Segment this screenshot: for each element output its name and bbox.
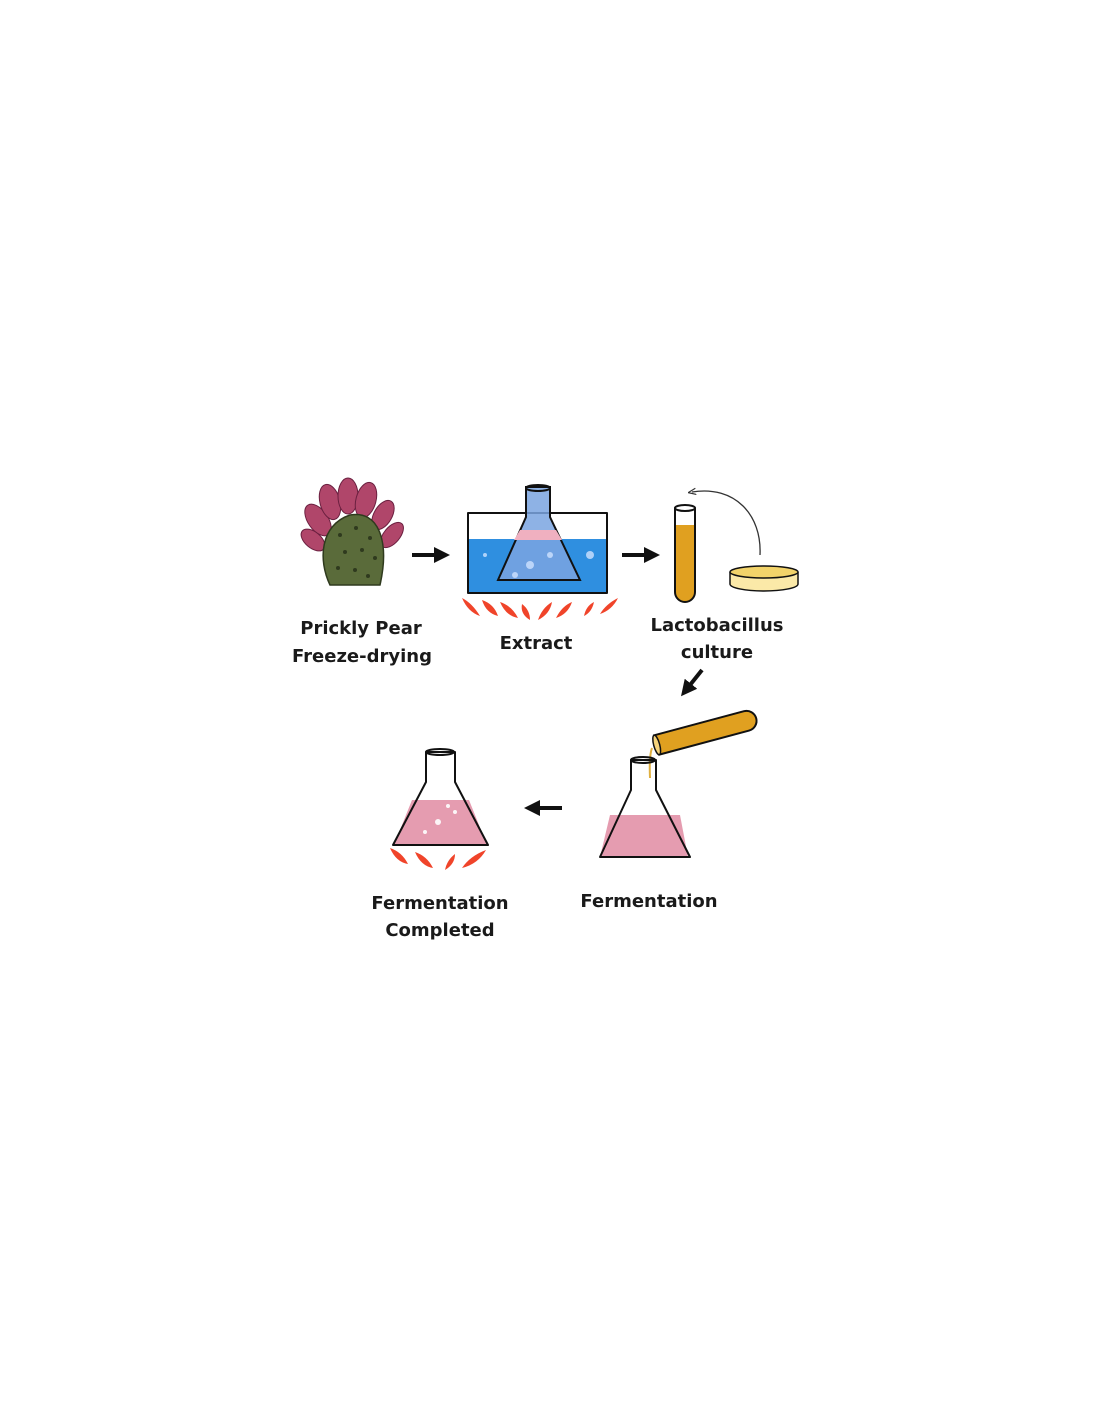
heated-water-bath-flask-icon [462,484,618,620]
heated-flask-icon [390,748,489,870]
flames-icon [390,848,486,870]
flames-icon [462,598,618,620]
label-prickly-pear-line1: Prickly Pear [300,618,422,639]
label-culture: culture [681,642,753,663]
label-fermentation: Fermentation [580,891,717,912]
test-tube-and-petri-dish-icon [674,491,799,603]
label-prickly-pear-line2: Freeze-drying [292,646,432,667]
label-extract: Extract [500,633,573,654]
label-fermentation-completed-line2: Completed [385,920,494,941]
cactus-icon [300,477,404,586]
pouring-tube-into-flask-icon [599,709,758,858]
label-lactobacillus: Lactobacillus [651,615,784,636]
label-fermentation-completed-line1: Fermentation [371,893,508,914]
arrow-down-left-icon [681,668,704,697]
